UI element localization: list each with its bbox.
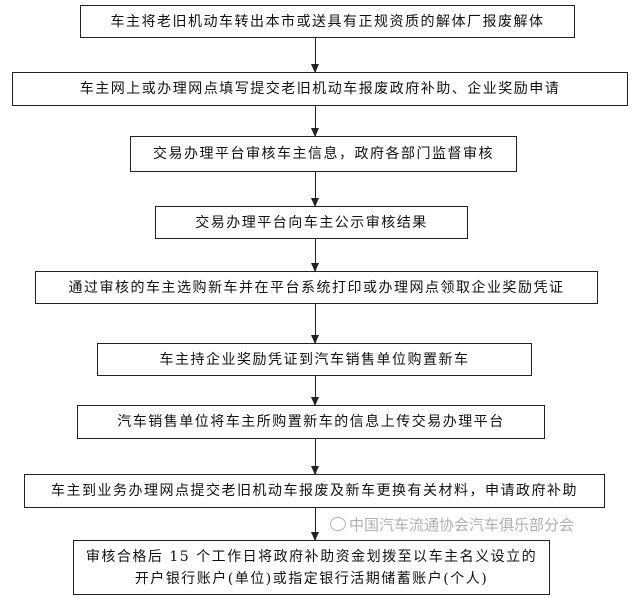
flow-arrow [309, 439, 321, 475]
step-text-line-1: 审核合格后 15 个工作日将政府补助资金划拨至以车主名义设立的 [85, 548, 538, 565]
flow-arrow [309, 38, 321, 73]
step-text: 交易办理平台向车主公示审核结果 [195, 214, 428, 231]
step-text-line-2: 开户银行账户(单位)或指定银行活期储蓄账户(个人) [134, 570, 489, 587]
step-text: 车主到业务办理网点提交老旧机动车报废及新车更换有关材料，申请政府补助 [51, 483, 578, 499]
flow-step-9: 审核合格后 15 个工作日将政府补助资金划拨至以车主名义设立的 开户银行账户(单… [73, 540, 550, 595]
flow-step-7: 汽车销售单位将车主所购置新车的信息上传交易办理平台 [77, 405, 545, 439]
step-text: 交易办理平台审核车主信息，政府各部门监督审核 [153, 146, 494, 162]
step-text: 通过审核的车主选购新车并在平台系统打印或办理网点领取企业奖励凭证 [68, 279, 565, 296]
step-text: 汽车销售单位将车主所购置新车的信息上传交易办理平台 [117, 414, 505, 430]
flow-arrow [309, 304, 321, 344]
flow-step-1: 车主将老旧机动车转出本市或送具有正规资质的解体厂报废解体 [80, 5, 575, 38]
watermark-text: 中国汽车流通协会汽车俱乐部分会 [349, 516, 575, 534]
flow-arrow [309, 376, 321, 406]
flow-step-4: 交易办理平台向车主公示审核结果 [155, 206, 468, 239]
step-text: 车主持企业奖励凭证到汽车销售单位购置新车 [159, 351, 470, 368]
flow-arrow [309, 172, 321, 207]
wechat-icon [330, 517, 346, 531]
step-text: 车主网上或办理网点填写提交老旧机动车报废政府补助、企业奖励申请 [79, 81, 561, 97]
step-text: 车主将老旧机动车转出本市或送具有正规资质的解体厂报废解体 [110, 13, 545, 30]
flow-step-3: 交易办理平台审核车主信息，政府各部门监督审核 [130, 136, 517, 172]
watermark: 中国汽车流通协会汽车俱乐部分会 [330, 515, 574, 535]
flow-step-8: 车主到业务办理网点提交老旧机动车报废及新车更换有关材料，申请政府补助 [24, 474, 605, 508]
flow-arrow [309, 239, 321, 272]
flow-arrow [309, 106, 321, 137]
flow-step-2: 车主网上或办理网点填写提交老旧机动车报废政府补助、企业奖励申请 [12, 72, 628, 106]
flow-arrow [309, 508, 321, 541]
flow-step-6: 车主持企业奖励凭证到汽车销售单位购置新车 [97, 343, 532, 376]
flow-step-5: 通过审核的车主选购新车并在平台系统打印或办理网点领取企业奖励凭证 [35, 271, 598, 304]
